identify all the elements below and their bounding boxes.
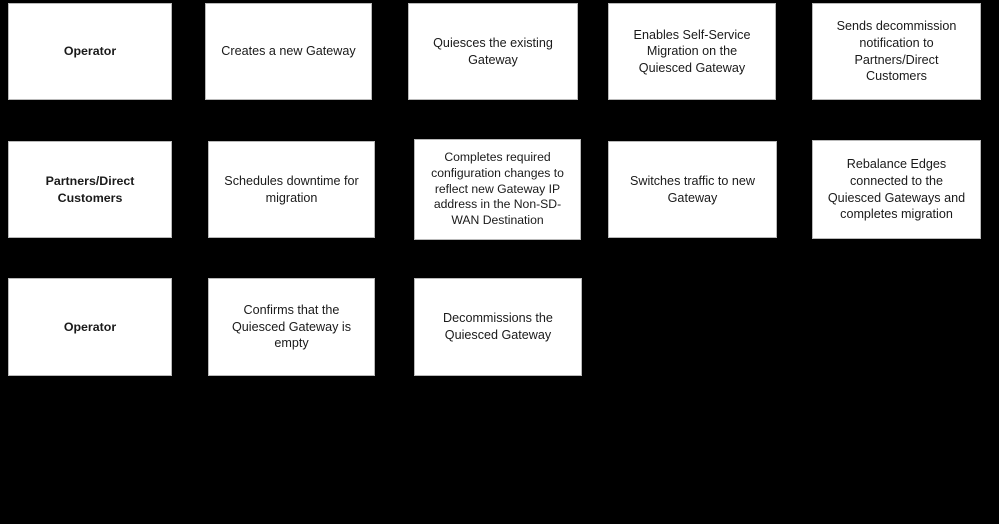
step-enables-self-service-migration[interactable]: Enables Self-Service Migration on the Qu… <box>608 3 776 100</box>
step-sends-decommission-notification[interactable]: Sends decommission notification to Partn… <box>812 3 981 100</box>
step-rebalance-edges[interactable]: Rebalance Edges connected to the Quiesce… <box>812 140 981 239</box>
step-label: Sends decommission notification to Partn… <box>836 19 957 84</box>
lane-actor-label: Operator <box>63 44 117 59</box>
lane-operator-2: Operator Confirms that the Quiesced Gate… <box>8 278 582 376</box>
step-schedules-downtime[interactable]: Schedules downtime for migration <box>208 141 375 238</box>
step-decommissions-quiesced-gateway[interactable]: Decommissions the Quiesced Gateway <box>414 278 582 376</box>
lane-actor-operator-2[interactable]: Operator <box>8 278 172 376</box>
step-label: Enables Self-Service Migration on the Qu… <box>633 27 751 75</box>
step-switches-traffic[interactable]: Switches traffic to new Gateway <box>608 141 777 238</box>
step-label: Confirms that the Quiesced Gateway is em… <box>232 303 351 351</box>
lane-actor-label: Operator <box>63 319 117 334</box>
step-label: Rebalance Edges connected to the Quiesce… <box>827 157 966 222</box>
step-label: Creates a new Gateway <box>221 44 356 59</box>
step-quiesces-existing-gateway[interactable]: Quiesces the existing Gateway <box>408 3 578 100</box>
step-label: Switches traffic to new Gateway <box>629 173 756 205</box>
step-completes-configuration-changes[interactable]: Completes required configuration changes… <box>414 139 581 240</box>
lane-actor-label: Partners/Direct Customers <box>45 174 135 205</box>
lane-operator-1: Operator Creates a new Gateway Quiesces … <box>0 0 999 130</box>
lane-actor-partners-direct-customers[interactable]: Partners/Direct Customers <box>8 141 172 238</box>
step-confirms-gateway-empty[interactable]: Confirms that the Quiesced Gateway is em… <box>208 278 375 376</box>
step-creates-new-gateway[interactable]: Creates a new Gateway <box>205 3 372 100</box>
step-label: Schedules downtime for migration <box>224 173 359 205</box>
step-label: Decommissions the Quiesced Gateway <box>443 311 553 342</box>
step-label: Quiesces the existing Gateway <box>433 35 553 67</box>
lane-actor-operator-1[interactable]: Operator <box>8 3 172 100</box>
lane-partners-direct-customers: Partners/Direct Customers Schedules down… <box>0 0 999 260</box>
step-label: Completes required configuration changes… <box>431 150 564 227</box>
